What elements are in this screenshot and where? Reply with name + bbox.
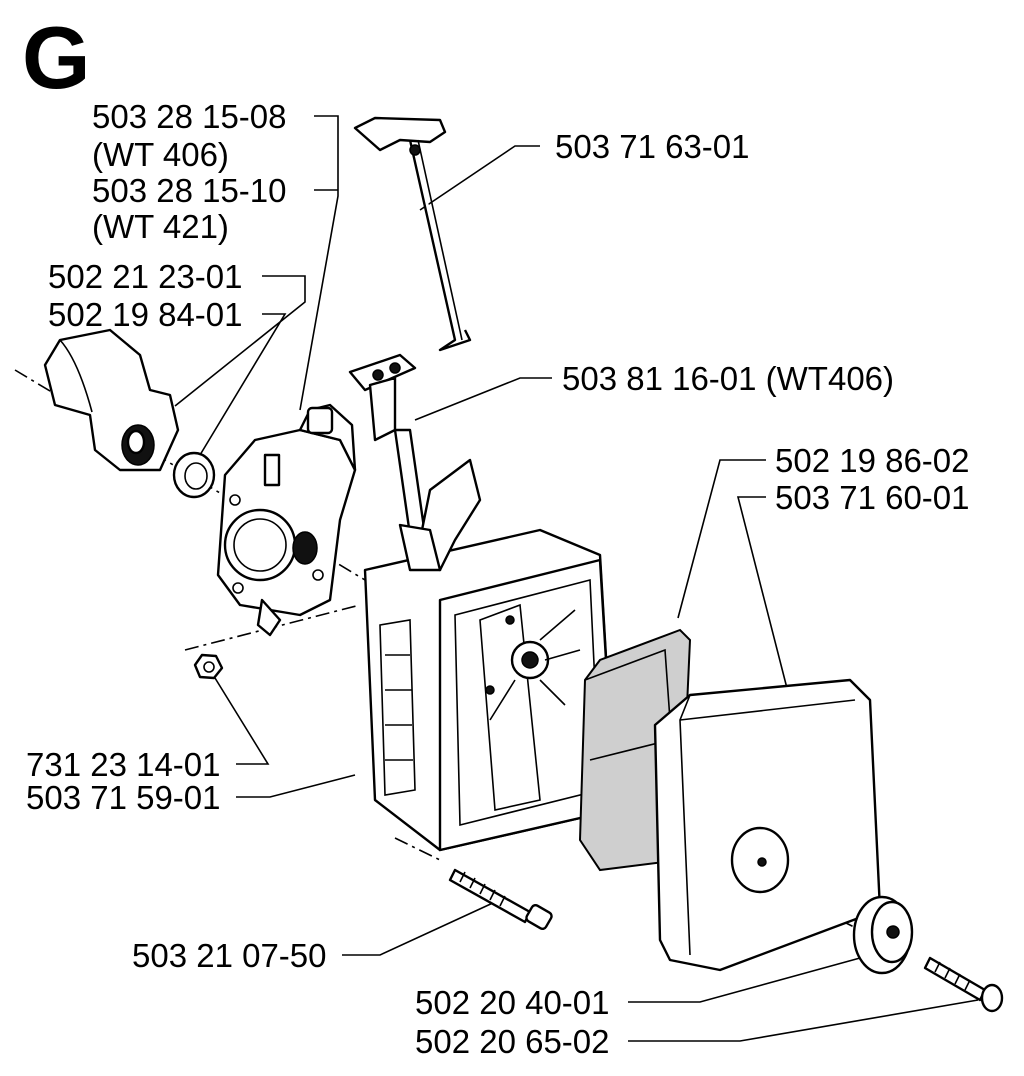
choke-lever	[348, 353, 427, 537]
label-ring: 502 19 84-01	[48, 296, 243, 333]
leader-housing	[236, 774, 356, 798]
label-carburetor-1: 503 28 15-08	[92, 98, 287, 135]
leader-knob	[628, 957, 861, 1003]
leader-rod	[419, 145, 540, 211]
leader-intake	[174, 275, 306, 407]
label-carburetor-2-note: (WT 421)	[92, 208, 229, 245]
label-nut: 731 23 14-01	[26, 746, 221, 783]
leader-nut	[214, 677, 270, 765]
long-screw	[448, 868, 553, 931]
short-screw	[923, 956, 1004, 1013]
hex-nut	[193, 653, 224, 680]
filter-knob	[852, 895, 914, 975]
label-intake: 502 21 23-01	[48, 258, 243, 295]
label-screw-short: 502 20 65-02	[415, 1023, 610, 1060]
leader-carburetor	[299, 115, 339, 411]
leader-lever	[414, 377, 552, 421]
leader-filter-foam	[677, 459, 766, 619]
label-lever: 503 81 16-01 (WT406)	[562, 360, 895, 397]
label-rod: 503 71 63-01	[555, 128, 750, 165]
air-filter-housing	[363, 458, 617, 852]
label-carburetor-1-note: (WT 406)	[92, 136, 229, 173]
label-housing: 503 71 59-01	[26, 779, 221, 816]
leader-ring	[199, 313, 287, 456]
intake-manifold	[43, 328, 180, 472]
choke-rod	[353, 116, 472, 352]
carburetor	[216, 403, 357, 637]
leader-lines	[174, 115, 979, 1042]
label-knob: 502 20 40-01	[415, 984, 610, 1021]
leader-filter-cover	[736, 496, 791, 701]
filter-cover	[653, 678, 882, 972]
label-carburetor-2: 503 28 15-10	[92, 172, 287, 209]
label-filter-cover: 503 71 60-01	[775, 479, 970, 516]
gasket-ring	[172, 451, 216, 499]
leader-screw-long	[342, 901, 496, 956]
leader-screw-short	[628, 999, 979, 1042]
label-screw-long: 503 21 07-50	[132, 937, 327, 974]
section-letter: G	[22, 8, 91, 107]
label-filter-foam: 502 19 86-02	[775, 442, 970, 479]
